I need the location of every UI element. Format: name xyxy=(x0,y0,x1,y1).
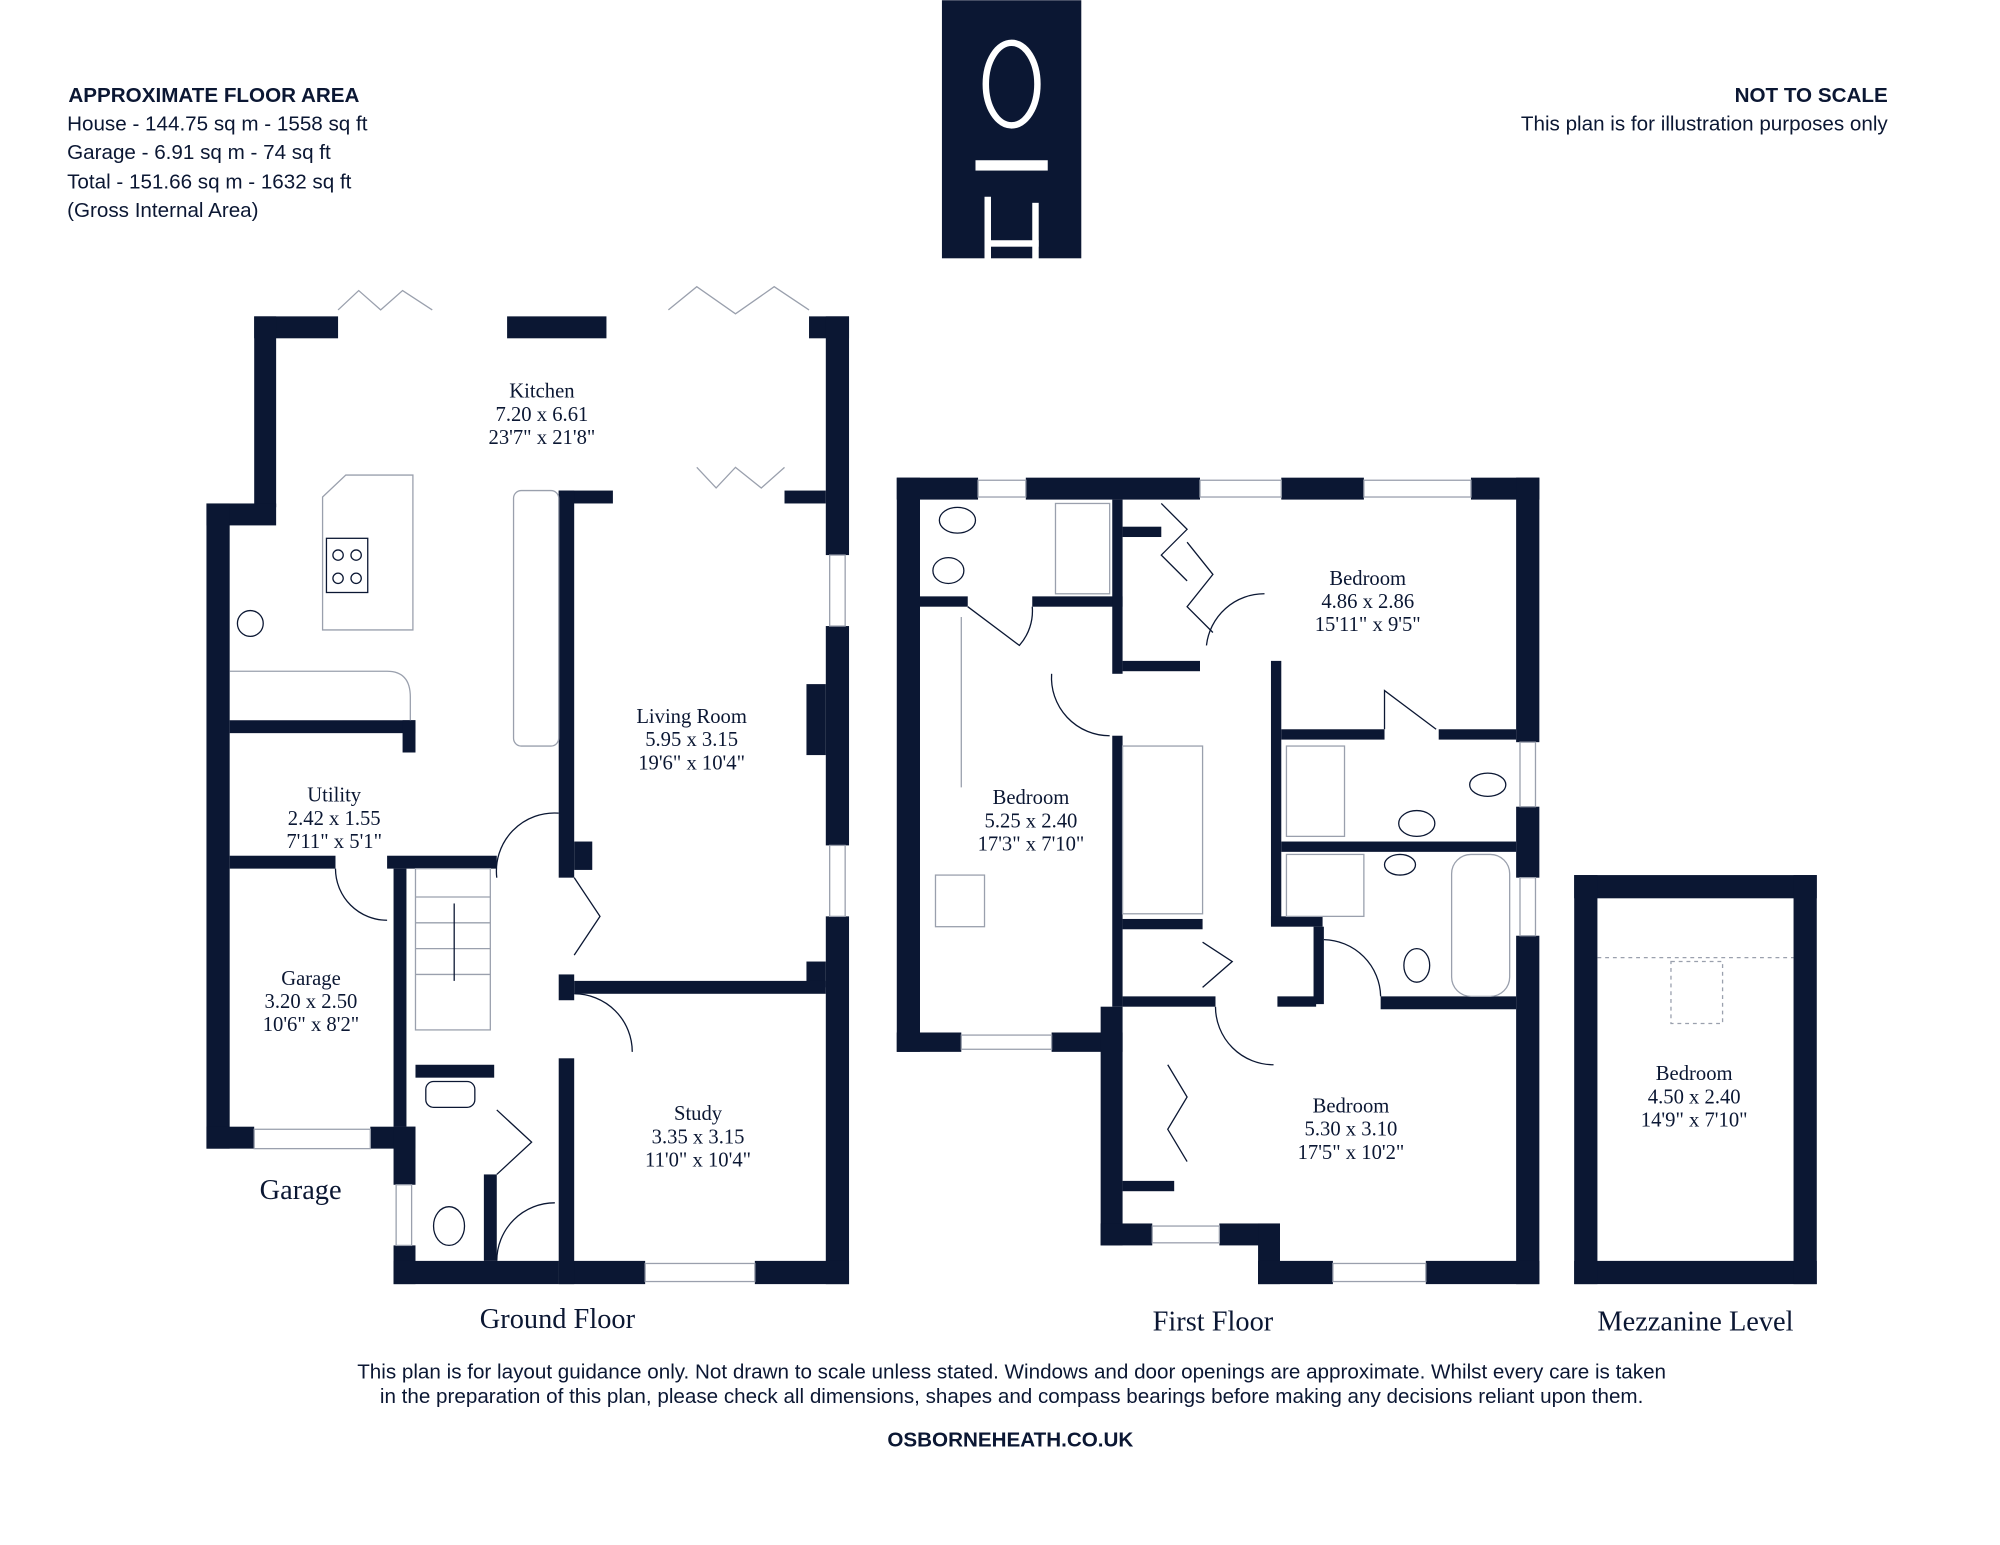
area-house: House - 144.75 sq m - 1558 sq ft xyxy=(67,113,368,136)
area-title: APPROXIMATE FLOOR AREA xyxy=(68,84,359,107)
room-kitchen: Kitchen 7.20 x 6.61 23'7" x 21'8" xyxy=(489,381,596,449)
floor-area-summary: APPROXIMATE FLOOR AREA House - 144.75 sq… xyxy=(67,84,368,222)
room-utility: Utility 2.42 x 1.55 7'11" x 5'1" xyxy=(286,785,382,853)
room-name: Kitchen xyxy=(509,381,574,403)
room-study: Study 3.35 x 3.15 11'0" x 10'4" xyxy=(645,1103,751,1171)
room-name: Bedroom xyxy=(1656,1063,1733,1085)
room-name: Bedroom xyxy=(993,787,1070,809)
room-metric: 5.25 x 2.40 xyxy=(985,810,1078,832)
room-name: Utility xyxy=(307,785,362,807)
room-metric: 7.20 x 6.61 xyxy=(496,404,589,426)
mezzanine-label: Mezzanine Level xyxy=(1597,1307,1793,1338)
ground-floor-label: Ground Floor xyxy=(480,1304,636,1335)
room-metric: 3.20 x 2.50 xyxy=(265,991,358,1013)
mezzanine-plan xyxy=(1574,875,1817,1285)
garage-label: Garage xyxy=(260,1175,342,1206)
room-name: Study xyxy=(674,1103,723,1125)
room-bedroom-2: Bedroom 5.25 x 2.40 17'3" x 7'10" xyxy=(978,787,1085,855)
disclaimer-line-1: This plan is for layout guidance only. N… xyxy=(357,1360,1666,1383)
ground-floor-plan xyxy=(206,285,850,1285)
room-metric: 4.86 x 2.86 xyxy=(1321,591,1414,613)
area-total: Total - 151.66 sq m - 1632 sq ft xyxy=(67,171,352,194)
room-name: Garage xyxy=(281,968,341,990)
room-metric: 4.50 x 2.40 xyxy=(1648,1086,1741,1108)
room-metric: 3.35 x 3.15 xyxy=(652,1126,745,1148)
room-name: Living Room xyxy=(636,706,747,728)
first-floor-label: First Floor xyxy=(1153,1307,1274,1338)
room-imperial: 14'9" x 7'10" xyxy=(1641,1110,1748,1132)
room-imperial: 17'3" x 7'10" xyxy=(978,834,1085,856)
room-name: Bedroom xyxy=(1313,1096,1390,1118)
room-metric: 5.30 x 3.10 xyxy=(1305,1119,1398,1141)
room-imperial: 11'0" x 10'4" xyxy=(645,1150,751,1172)
scale-title: NOT TO SCALE xyxy=(1735,84,1888,107)
scale-text: This plan is for illustration purposes o… xyxy=(1521,113,1889,136)
scale-note: NOT TO SCALE This plan is for illustrati… xyxy=(1521,84,1889,135)
room-imperial: 17'5" x 10'2" xyxy=(1298,1142,1405,1164)
room-garage: Garage 3.20 x 2.50 10'6" x 8'2" xyxy=(263,968,359,1036)
area-garage: Garage - 6.91 sq m - 74 sq ft xyxy=(67,141,331,164)
room-name: Bedroom xyxy=(1329,568,1406,590)
room-bedroom-1: Bedroom 4.86 x 2.86 15'11" x 9'5" xyxy=(1315,568,1421,636)
room-imperial: 19'6" x 10'4" xyxy=(638,752,745,774)
logo xyxy=(941,0,1082,291)
room-bedroom-3: Bedroom 5.30 x 3.10 17'5" x 10'2" xyxy=(1298,1096,1405,1164)
room-living: Living Room 5.95 x 3.15 19'6" x 10'4" xyxy=(636,706,747,774)
room-imperial: 15'11" x 9'5" xyxy=(1315,614,1421,636)
room-imperial: 7'11" x 5'1" xyxy=(286,831,382,853)
area-note: (Gross Internal Area) xyxy=(67,199,258,222)
room-imperial: 23'7" x 21'8" xyxy=(489,427,596,449)
website-link[interactable]: OSBORNEHEATH.CO.UK xyxy=(887,1429,1133,1452)
first-floor-plan xyxy=(896,477,1540,1285)
room-metric: 5.95 x 3.15 xyxy=(645,729,738,751)
room-bedroom-mezzanine: Bedroom 4.50 x 2.40 14'9" x 7'10" xyxy=(1641,1063,1748,1131)
room-metric: 2.42 x 1.55 xyxy=(288,808,381,830)
disclaimer-line-2: in the preparation of this plan, please … xyxy=(380,1385,1643,1408)
room-imperial: 10'6" x 8'2" xyxy=(263,1014,359,1036)
